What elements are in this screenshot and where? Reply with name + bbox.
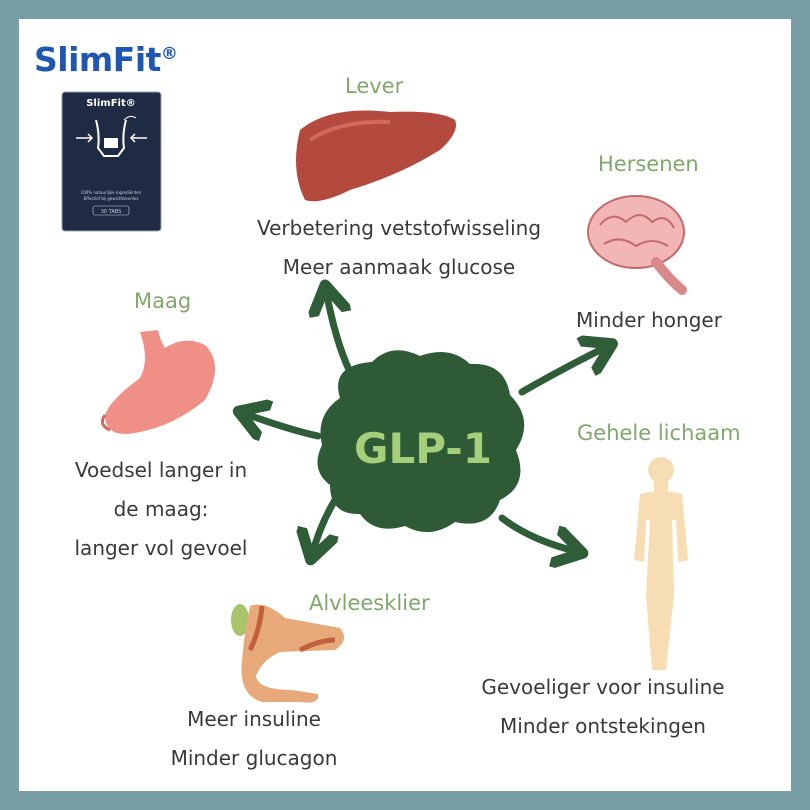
brand-reg: ® (160, 44, 178, 64)
brand-name: SlimFit (34, 40, 161, 79)
package-name: SlimFit® (86, 98, 136, 109)
maag-line-2: de maag: (113, 497, 209, 521)
infographic-card: SlimFit® SlimFit® 100% natuurlijke ingre… (19, 19, 791, 791)
organ-desc-maag: Voedsel langer in de maag: langer vol ge… (56, 451, 266, 568)
arrow-to-lever (326, 290, 354, 376)
arrow-to-lichaam (498, 514, 578, 552)
arrow-to-maag (243, 413, 322, 436)
stomach-icon (100, 330, 215, 434)
brand-logo: SlimFit® (34, 40, 178, 79)
glp1-cloud (317, 350, 525, 533)
package-count: 30 TABS (101, 209, 122, 215)
organ-label-maag: Maag (134, 289, 192, 313)
pancreas-icon (231, 604, 344, 703)
arrow-right-icon (76, 133, 94, 143)
arrow-to-hersenen (518, 346, 608, 396)
diagram-drawing: GLP-1 (100, 110, 688, 703)
lichaam-line-2: Minder ontstekingen (500, 714, 706, 738)
organ-desc-alvleesklier: Meer insuline Minder glucagon (149, 700, 359, 778)
organ-desc-lever: Verbetering vetstofwisseling Meer aanmaa… (219, 209, 579, 287)
glp1-label: GLP-1 (354, 424, 492, 473)
organ-label-lichaam: Gehele lichaam (577, 421, 741, 445)
organ-desc-hersenen: Minder honger (549, 301, 749, 340)
product-package: SlimFit® 100% natuurlijke ingrediënten E… (61, 91, 162, 232)
package-text-1: 100% natuurlijke ingrediënten (81, 190, 142, 195)
waist-icon (95, 119, 127, 157)
organ-label-lever: Lever (345, 74, 404, 98)
arrow-to-alvleesklier (312, 496, 335, 555)
arrow-left-icon (129, 133, 147, 143)
organ-desc-lichaam: Gevoeliger voor insuline Minder ontsteki… (453, 668, 753, 746)
organ-label-hersenen: Hersenen (598, 152, 699, 176)
underwear-icon (104, 138, 118, 148)
liver-icon (296, 110, 456, 202)
maag-line-3: langer vol gevoel (74, 536, 248, 560)
lichaam-line-1: Gevoeliger voor insuline (481, 675, 725, 699)
hersenen-line-1: Minder honger (576, 308, 722, 332)
package-text-2: Effectief bij gewichtsverlies (84, 196, 139, 201)
maag-line-1: Voedsel langer in (74, 458, 248, 482)
lever-line-2: Meer aanmaak glucose (282, 255, 516, 279)
lever-line-1: Verbetering vetstofwisseling (256, 216, 542, 240)
human-body-icon (634, 457, 688, 670)
organ-label-alvleesklier: Alvleesklier (309, 591, 430, 615)
alvleesklier-line-1: Meer insuline (187, 707, 321, 731)
brain-icon (587, 195, 687, 295)
alvleesklier-line-2: Minder glucagon (170, 746, 338, 770)
